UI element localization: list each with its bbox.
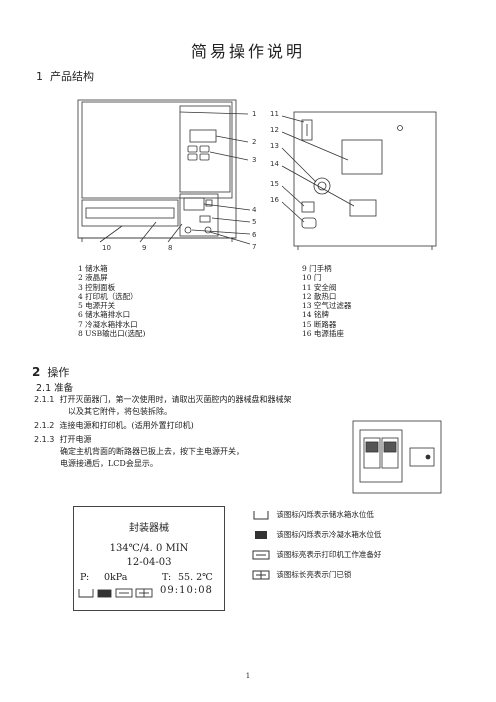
page-title: 简易操作说明 xyxy=(190,42,305,61)
callout-4: 4 xyxy=(252,206,257,214)
legend-item: 16 电源插座 xyxy=(302,329,344,339)
section-1-label: 产品结构 xyxy=(50,70,94,83)
printer xyxy=(183,197,205,211)
water-tank-empty-icon xyxy=(253,511,269,520)
legend-item: 13 空气过滤器 xyxy=(302,301,352,311)
step-2-1-1: 2.1.1 打开灭菌器门，第一次使用时，请取出灭菌腔内的器械盘和器械架 以及其它… xyxy=(34,394,474,418)
printer-icon xyxy=(252,550,270,560)
icon-note-text: 该图标闪烁表示储水箱水位低 xyxy=(276,510,374,519)
legend-item: 8 USB输出口(选配) xyxy=(78,329,146,339)
front-view-diagram: 1 2 3 4 5 6 7 8 9 10 xyxy=(77,99,257,252)
section-2-label: 操作 xyxy=(47,366,70,379)
legend-item: 15 断路器 xyxy=(302,319,337,329)
callout-2: 2 xyxy=(252,138,256,146)
lcd-program: 134℃/4. 0 MIN xyxy=(109,543,189,554)
lcd-display: 封装器械 134℃/4. 0 MIN 12-04-03 P: 0kPa T: 5… xyxy=(73,506,225,611)
power-switch-illustration xyxy=(352,420,442,494)
callout-16: 16 xyxy=(270,196,279,204)
front-door xyxy=(81,101,233,199)
lcd-icon-row xyxy=(78,588,153,598)
legend-item: 5 电源开关 xyxy=(78,301,116,311)
callout-14: 14 xyxy=(270,160,279,168)
icon-note-text: 该图标长亮表示门已锁 xyxy=(276,570,352,579)
callout-9: 9 xyxy=(142,244,146,252)
legend-item: 6 储水箱排水口 xyxy=(78,310,131,320)
legend-left: 1 储水箱 2 液晶屏 3 控制面板 4 打印机（选配） 5 电源开关 6 储水… xyxy=(78,264,145,338)
safety-valve xyxy=(301,119,313,141)
step-text: 电源接通后，LCD会显示。 xyxy=(60,459,158,468)
legend-item: 2 液晶屏 xyxy=(78,273,108,283)
condensate-tank-full-icon xyxy=(97,589,112,598)
legend-item: 12 散热口 xyxy=(302,291,337,301)
icon-note-text: 该图标闪烁表示冷凝水箱水位低 xyxy=(276,530,382,539)
condensate-tank-full-icon xyxy=(255,531,267,539)
icon-note-row: 该图标闪烁表示冷凝水箱水位低 xyxy=(252,530,381,550)
lcd-status: 封装器械 xyxy=(129,523,169,534)
lcd-temp-value: 55. 2℃ xyxy=(178,572,213,583)
water-tank-empty-icon xyxy=(78,589,94,598)
step-number: 2.1.3 xyxy=(34,435,55,444)
lcd-time: 09:10:08 xyxy=(160,585,213,596)
legend-item: 10 门 xyxy=(302,273,322,283)
rear-body xyxy=(293,111,437,247)
lcd-pressure-label: P: xyxy=(80,572,90,583)
door-lock-icon xyxy=(252,570,270,580)
step-number: 2.1.1 xyxy=(34,395,55,404)
legend-right: 9 门手柄 10 门 11 安全阀 12 散热口 13 空气过滤器 14 铭牌 … xyxy=(302,264,351,338)
step-text: 以及其它附件，将包装拆除。 xyxy=(68,407,172,416)
legend-item: 7 冷凝水箱排水口 xyxy=(78,319,138,329)
icon-note-row: 该图标闪烁表示储水箱水位低 xyxy=(252,510,381,530)
callout-7: 7 xyxy=(252,243,256,251)
section-1-heading: 1 产品结构 xyxy=(36,68,94,84)
icon-note-text: 该图标亮表示打印机工作准备好 xyxy=(276,550,382,559)
section-2-heading: 2 操作 xyxy=(32,364,69,380)
callout-1: 1 xyxy=(252,110,256,118)
lcd-screen xyxy=(189,129,217,143)
rear-view-diagram: 11 12 13 14 15 16 xyxy=(270,110,437,250)
step-number: 2.1.2 xyxy=(34,421,55,430)
icon-notes: 该图标闪烁表示储水箱水位低 该图标闪烁表示冷凝水箱水位低 该图标亮表示打印机工作… xyxy=(252,510,381,590)
air-filter xyxy=(313,177,331,195)
section-2-number: 2 xyxy=(32,365,41,379)
step-text: 连接电源和打印机。(适用外置打印机) xyxy=(59,421,194,430)
section-1-number: 1 xyxy=(36,70,43,83)
callout-3: 3 xyxy=(252,156,256,164)
icon-note-row: 该图标亮表示打印机工作准备好 xyxy=(252,550,381,570)
legend-item: 11 安全阀 xyxy=(302,282,337,292)
callout-8: 8 xyxy=(168,244,172,252)
legend-item: 9 门手柄 xyxy=(302,264,332,273)
nameplate xyxy=(349,199,377,217)
lcd-date: 12-04-03 xyxy=(126,557,172,568)
breaker xyxy=(301,201,315,213)
icon-note-row: 该图标长亮表示门已锁 xyxy=(252,570,381,590)
front-body xyxy=(77,99,237,239)
callout-12: 12 xyxy=(270,126,279,134)
callout-5: 5 xyxy=(252,218,256,226)
legend-item: 4 打印机（选配） xyxy=(78,291,138,301)
callout-6: 6 xyxy=(252,231,257,239)
callout-10: 10 xyxy=(102,244,111,252)
legend-item: 14 铭牌 xyxy=(302,310,329,320)
power-socket xyxy=(301,217,317,229)
step-text: 打开灭菌器门，第一次使用时，请取出灭菌腔内的器械盘和器械架 xyxy=(59,395,292,404)
step-2-1-2: 2.1.2 连接电源和打印机。(适用外置打印机) xyxy=(34,420,194,432)
callout-11: 11 xyxy=(270,110,279,118)
legend-item: 3 控制面板 xyxy=(78,282,116,292)
step-2-1-3: 2.1.3 打开电源 确定主机背面的断路器已扳上去，按下主电源开关， 电源接通后… xyxy=(34,434,344,470)
legend-item: 1 储水箱 xyxy=(78,264,108,273)
step-text: 确定主机背面的断路器已扳上去，按下主电源开关， xyxy=(60,447,244,456)
page-number: 1 xyxy=(245,672,251,680)
lcd-temp-label: T: xyxy=(162,572,172,583)
subsection-2-1: 2.1 准备 xyxy=(36,383,74,394)
printer-icon xyxy=(115,588,133,598)
lcd-pressure-value: 0kPa xyxy=(104,572,128,583)
callout-13: 13 xyxy=(270,142,279,150)
step-text: 打开电源 xyxy=(59,435,92,444)
power-switch xyxy=(199,215,211,223)
callout-15: 15 xyxy=(270,180,279,188)
vent xyxy=(341,139,383,175)
